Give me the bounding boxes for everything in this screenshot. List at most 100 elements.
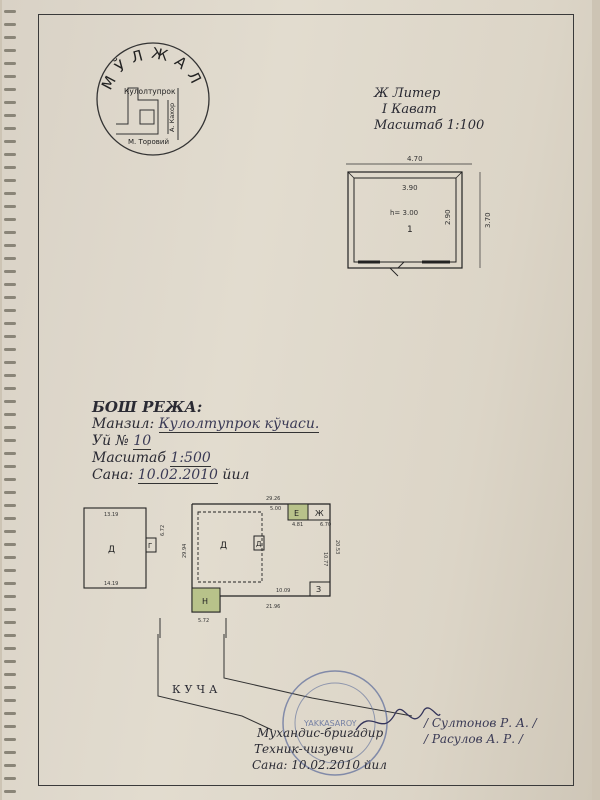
- binding-ring: [4, 88, 16, 91]
- binding-ring: [4, 140, 16, 143]
- binding-ring: [4, 36, 16, 39]
- signature-date: Сана: 10.02.2010 йил: [252, 758, 387, 772]
- bld-z-label: З: [316, 585, 321, 594]
- address-row: Манзил: Кулолтупрок кўчаси.: [92, 416, 320, 433]
- plan-date-row: Сана: 10.02.2010 йил: [92, 467, 249, 484]
- signature-scribble: [355, 707, 441, 731]
- address-label: Манзил:: [92, 416, 155, 432]
- binding-ring: [4, 465, 16, 468]
- binding-ring: [4, 647, 16, 650]
- engineer-label: Мухандис-бригадир: [257, 726, 384, 740]
- room-number: 1: [407, 225, 413, 235]
- binding-ring: [4, 231, 16, 234]
- floor-label: I Кават: [382, 102, 437, 117]
- binding-ring: [4, 179, 16, 182]
- binding-ring: [4, 725, 16, 728]
- stamp-text: YAKKASAROY: [303, 719, 357, 728]
- binding-ring: [4, 738, 16, 741]
- engineer-name: / Султонов Р. А. /: [424, 716, 537, 730]
- dim-d8: 21.96: [266, 604, 280, 610]
- binding-ring: [4, 101, 16, 104]
- binding-ring: [4, 569, 16, 572]
- binding-ring: [4, 400, 16, 403]
- binding-ring: [4, 374, 16, 377]
- seal-street-side: А. Кахор: [168, 103, 176, 132]
- floor-plan-drawing: 4.70 3.90 2.90 3.70 h= 3.00 1: [346, 155, 492, 277]
- binding-ring: [4, 595, 16, 598]
- dim-d2: 5.00: [270, 506, 281, 512]
- binding-ring: [4, 777, 16, 780]
- bld-zh-label: Ж: [315, 509, 324, 518]
- binding-ring: [4, 426, 16, 429]
- dim-d3: 6.70: [320, 522, 331, 528]
- plan-date-label: Сана:: [92, 467, 134, 483]
- binding-ring: [4, 10, 16, 13]
- location-seal: МЎЛЖАЛ Кулолтупрок А. Кахор М. Торовий: [96, 42, 210, 156]
- dim-outer-width: 4.70: [407, 155, 423, 163]
- plan-scale-label: Масштаб: [92, 450, 166, 466]
- dim-d5: 10.77: [322, 552, 328, 566]
- binding-ring: [4, 413, 16, 416]
- binding-ring: [4, 517, 16, 520]
- binding-ring: [4, 218, 16, 221]
- binding-ring: [4, 62, 16, 65]
- binding-ring: [4, 790, 16, 793]
- binding-ring: [4, 335, 16, 338]
- binding-ring: [4, 439, 16, 442]
- plan-scale-value: 1:500: [170, 450, 211, 467]
- address-value: Кулолтупрок кўчаси.: [158, 416, 320, 433]
- binding-ring: [4, 478, 16, 481]
- binding-ring: [4, 361, 16, 364]
- binding-ring: [4, 621, 16, 624]
- binding-ring: [4, 699, 16, 702]
- binding-ring: [4, 257, 16, 260]
- binding-ring: [4, 49, 16, 52]
- street-lines: [157, 634, 413, 731]
- dim-d1: 29.26: [266, 496, 280, 502]
- dim-d7: 10.09: [276, 588, 290, 594]
- house-row: Уй № 10: [92, 433, 152, 450]
- dim-d4: 4.81: [292, 522, 303, 528]
- binding-ring: [4, 23, 16, 26]
- street-label: КУЧА: [172, 683, 222, 696]
- binding-ring: [4, 205, 16, 208]
- bld-left-label: Д: [108, 545, 115, 555]
- binding-ring: [4, 634, 16, 637]
- site-plan-drawing: Д 13.19 14.19 Г Д Д Е Ж З Н 29.26 5.00 6…: [83, 496, 340, 638]
- binding-ring: [4, 452, 16, 455]
- dim-d9: 5.72: [198, 618, 209, 624]
- binding-ring: [4, 530, 16, 533]
- binding-ring: [4, 556, 16, 559]
- tech-label: Техник-чизувчи: [254, 742, 354, 756]
- binding-ring: [4, 348, 16, 351]
- dim-d12: 29.94: [182, 544, 188, 558]
- binding-ring: [4, 127, 16, 130]
- general-plan-title: БОШ РЕЖА:: [92, 398, 203, 416]
- bld-small-left-label: Г: [148, 542, 152, 550]
- binding-ring: [4, 504, 16, 507]
- seal-street-bottom: М. Торовий: [128, 138, 169, 146]
- binding-ring: [4, 764, 16, 767]
- dim-inner-width: 3.90: [402, 184, 418, 192]
- binding-ring: [4, 309, 16, 312]
- binding-ring: [4, 608, 16, 611]
- binding-ring: [4, 387, 16, 390]
- house-label: Уй №: [92, 433, 129, 449]
- house-value: 10: [133, 433, 152, 450]
- plan-scale-row: Масштаб 1:500: [92, 450, 211, 467]
- binding-ring: [4, 712, 16, 715]
- binding-ring: [4, 192, 16, 195]
- plan-date-value: 10.02.2010: [137, 467, 218, 484]
- dim-inner-height: 2.90: [444, 209, 452, 225]
- tech-name: / Расулов А. Р. /: [424, 732, 523, 746]
- binding-ring: [4, 270, 16, 273]
- binding-ring: [4, 153, 16, 156]
- binding-ring: [4, 322, 16, 325]
- binding-ring: [4, 491, 16, 494]
- bld-n-label: Н: [202, 597, 208, 606]
- dim-d13: 6.72: [160, 525, 166, 536]
- binding-ring: [4, 166, 16, 169]
- binding-ring: [4, 686, 16, 689]
- dim-d6: 20.53: [334, 540, 340, 554]
